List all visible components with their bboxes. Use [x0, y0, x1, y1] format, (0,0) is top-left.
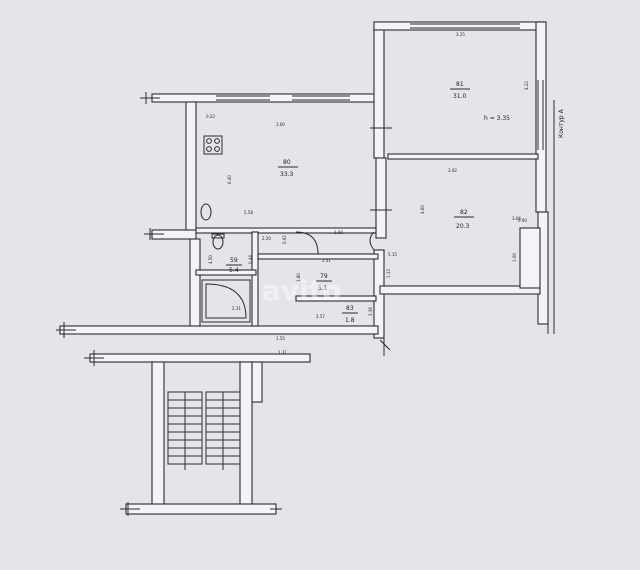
room-number: 59: [230, 257, 238, 264]
wall: [125, 503, 277, 515]
dimension: 2.51: [322, 258, 331, 263]
room-number: 79: [320, 273, 328, 280]
dimension: 4.22: [524, 81, 529, 90]
dimension: 0.90: [518, 218, 527, 223]
dimension: 1.55: [276, 336, 285, 341]
stove-icon: [203, 135, 223, 155]
wall: [519, 227, 541, 289]
wall: [185, 101, 197, 233]
wall: [375, 157, 387, 239]
stairs: [167, 391, 241, 470]
wall: [295, 295, 377, 302]
wall: [59, 325, 379, 335]
dimension: 1.60: [334, 230, 343, 235]
wall: [151, 93, 381, 103]
wall: [257, 253, 379, 260]
wall: [189, 238, 201, 330]
room-number: 81: [456, 81, 464, 88]
wall: [239, 361, 253, 511]
dimension: 1.13: [386, 269, 391, 278]
axis-label: Контур А: [558, 108, 565, 138]
dimension: 5.58: [244, 210, 253, 215]
room-area: 31.0: [453, 93, 467, 100]
dimension: 2.57: [316, 314, 325, 319]
dimension: 6.40: [227, 175, 232, 184]
wall: [387, 153, 539, 160]
ceiling-height: h = 3.35: [484, 115, 510, 122]
dimension: 3.25: [456, 32, 465, 37]
dimension: 0.92: [282, 235, 287, 244]
door-swing: [295, 231, 375, 255]
dimension: 1.00: [512, 253, 517, 262]
room-area: 5.1: [318, 285, 328, 292]
wall: [251, 361, 263, 403]
dimension: 1.31: [278, 350, 287, 355]
toilet-icon: [211, 233, 225, 250]
dimension: 4.50: [208, 255, 213, 264]
wall: [251, 231, 259, 327]
room-area: 1.8: [345, 317, 355, 324]
wall: [373, 21, 545, 31]
wall: [379, 285, 541, 295]
wall: [89, 353, 311, 363]
dimension: 2.31: [232, 306, 241, 311]
dimension: 4.60: [420, 205, 425, 214]
wall: [151, 361, 165, 511]
room-number: 83: [346, 305, 354, 312]
room-number: 80: [283, 159, 291, 166]
dimension: 1.80: [296, 273, 301, 282]
room-area: 5.4: [229, 267, 239, 274]
dimension: 2.36: [368, 307, 373, 316]
room-number: 82: [460, 209, 468, 216]
axis-lines: [56, 92, 555, 516]
wall: [195, 227, 377, 234]
dimension: 5.15: [388, 252, 397, 257]
wall: [373, 27, 385, 159]
dimension: 0.22: [206, 114, 215, 119]
window: [216, 23, 544, 150]
dimension: 0.44: [248, 255, 253, 264]
dimension: 3.60: [276, 122, 285, 127]
bathtub-icon: [201, 279, 251, 323]
room-area: 20.3: [456, 223, 470, 230]
sink-icon: [200, 203, 212, 221]
dimension: 3.66: [512, 216, 521, 221]
watermark: avito: [262, 274, 341, 307]
room-area: 33.3: [280, 171, 294, 178]
dimension: 3.92: [448, 168, 457, 173]
wall: [195, 269, 257, 276]
dimension: 2.20: [262, 236, 271, 241]
